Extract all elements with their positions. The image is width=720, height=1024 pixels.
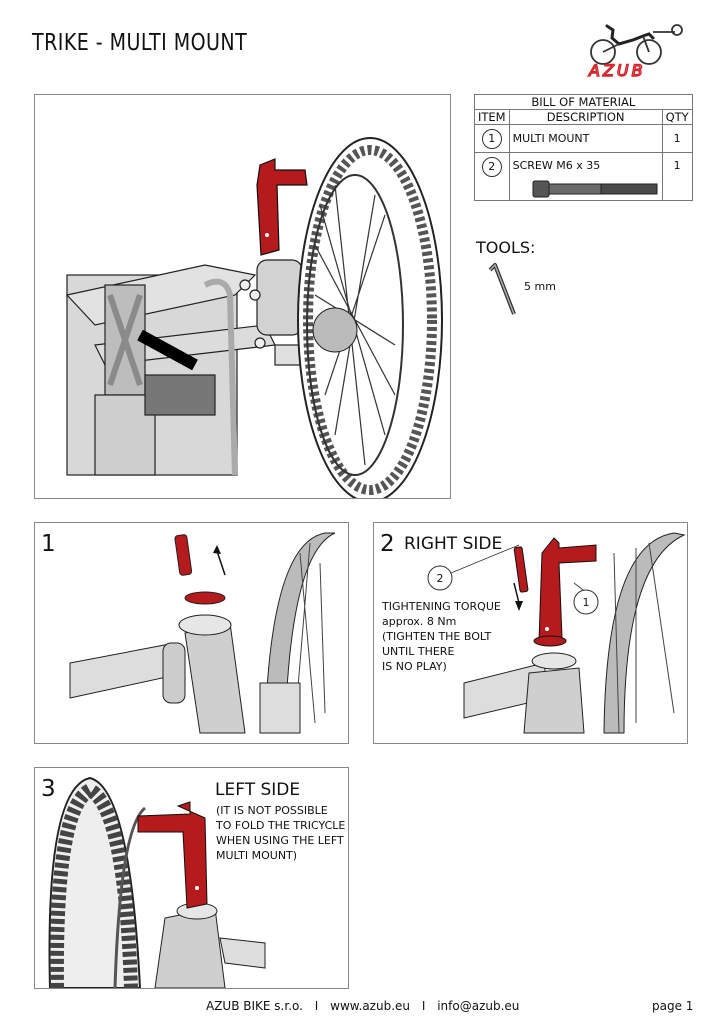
bom-column-qty: QTY xyxy=(661,109,693,125)
step-title: LEFT SIDE xyxy=(215,780,301,800)
note-line: TO FOLD THE TRICYCLE xyxy=(216,819,346,832)
bill-of-material-table: BILL OF MATERIAL ITEM DESCRIPTION QTY 1 … xyxy=(474,94,693,201)
item-callout: 2 xyxy=(481,157,502,177)
footer-contact: AZUB BIKE s.r.o. I www.azub.eu I info@az… xyxy=(206,999,519,1013)
bom-column-item: ITEM xyxy=(474,109,510,125)
left-side-note: (IT IS NOT POSSIBLE TO FOLD THE TRICYCLE… xyxy=(216,803,345,863)
footer-company: AZUB BIKE s.r.o. xyxy=(206,999,303,1013)
bom-qty: 1 xyxy=(661,152,693,201)
arrow-up-icon xyxy=(216,550,226,576)
note-line: (TIGHTEN THE BOLT xyxy=(382,630,492,643)
note-line: approx. 8 Nm xyxy=(382,615,457,628)
bom-qty: 1 xyxy=(661,124,693,153)
note-line: TIGHTENING TORQUE xyxy=(382,600,501,613)
multi-mount-part xyxy=(256,158,308,256)
logo-text: AZUB xyxy=(588,61,646,80)
bom-description: MULTI MOUNT xyxy=(508,124,663,153)
step-number: 1 xyxy=(41,531,56,557)
note-line: WHEN USING THE LEFT xyxy=(216,834,344,847)
step-2-panel: 2 RIGHT SIDE 2 1 TIGHTENING TORQUE appro… xyxy=(373,522,688,744)
overview-illustration xyxy=(34,94,451,499)
step-number: 3 xyxy=(41,776,56,802)
trike-frame xyxy=(65,259,326,476)
page-number: page 1 xyxy=(652,999,694,1013)
azub-logo: AZUB xyxy=(585,18,690,80)
footer-website[interactable]: www.azub.eu xyxy=(330,999,411,1013)
arrow-down-icon xyxy=(513,582,520,604)
callout-2: 2 xyxy=(436,572,444,585)
tool-size: 5 mm xyxy=(524,280,556,293)
bom-title: BILL OF MATERIAL xyxy=(474,94,693,110)
bom-row: 2 SCREW M6 x 35 1 xyxy=(474,152,693,201)
step-2-illustration xyxy=(427,532,686,734)
note-line: UNTIL THERE xyxy=(382,645,455,658)
step-title: RIGHT SIDE xyxy=(404,534,503,554)
step-1-panel: 1 xyxy=(34,522,349,744)
callout-1: 1 xyxy=(582,596,590,609)
footer-separator: I xyxy=(421,999,426,1013)
item-callout: 1 xyxy=(481,128,502,149)
allen-key-icon xyxy=(484,262,518,320)
tools-label: TOOLS: xyxy=(476,238,536,257)
front-wheel xyxy=(297,137,443,498)
bom-row: 1 MULTI MOUNT 1 xyxy=(474,124,693,153)
note-line: MULTI MOUNT) xyxy=(216,849,298,862)
step-number: 2 xyxy=(380,531,395,557)
step-3-illustration xyxy=(48,776,266,988)
bom-column-description: DESCRIPTION xyxy=(508,109,663,125)
recumbent-bike-icon: AZUB xyxy=(587,24,683,80)
step-1-illustration xyxy=(69,532,336,734)
step-3-panel: 3 LEFT SIDE (IT IS NOT POSSIBLE TO FOLD … xyxy=(34,767,349,989)
screw-icon xyxy=(532,180,658,198)
footer-email[interactable]: info@azub.eu xyxy=(437,999,520,1013)
torque-note: TIGHTENING TORQUE approx. 8 Nm (TIGHTEN … xyxy=(382,599,501,674)
note-line: (IT IS NOT POSSIBLE xyxy=(216,804,328,817)
note-line: IS NO PLAY) xyxy=(382,660,447,673)
bom-description: SCREW M6 x 35 xyxy=(512,159,601,172)
page-title: TRIKE - MULTI MOUNT xyxy=(32,30,248,56)
footer-separator: I xyxy=(314,999,319,1013)
